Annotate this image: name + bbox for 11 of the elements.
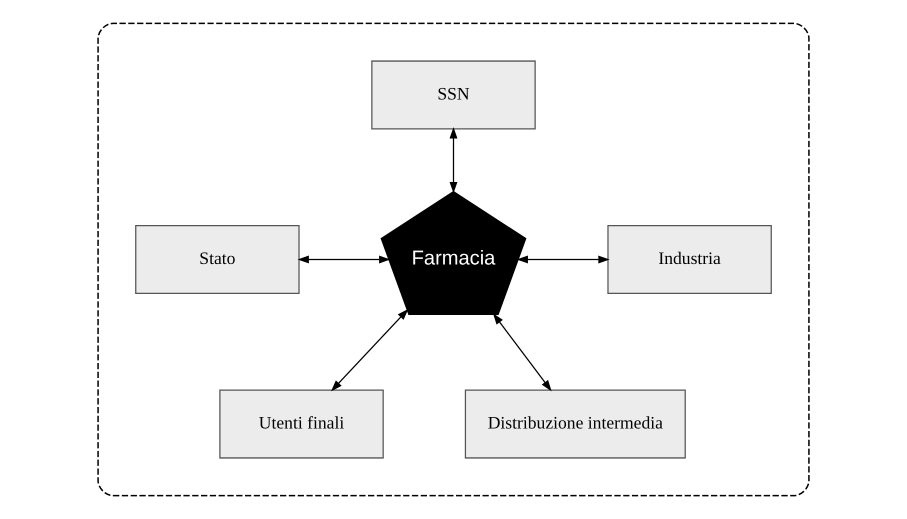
arrow [492, 313, 552, 392]
arrow [450, 127, 458, 194]
cluster [97, 22, 810, 496]
arrow [298, 256, 390, 264]
arrow [331, 308, 408, 392]
arrow [516, 256, 610, 264]
node-box: Stato [135, 224, 300, 294]
node-box: SSN [371, 60, 536, 130]
node-box: Distribuzione intermedia [464, 389, 686, 459]
node-box: Industria [607, 224, 772, 294]
node-box: Utenti finali [219, 389, 384, 459]
